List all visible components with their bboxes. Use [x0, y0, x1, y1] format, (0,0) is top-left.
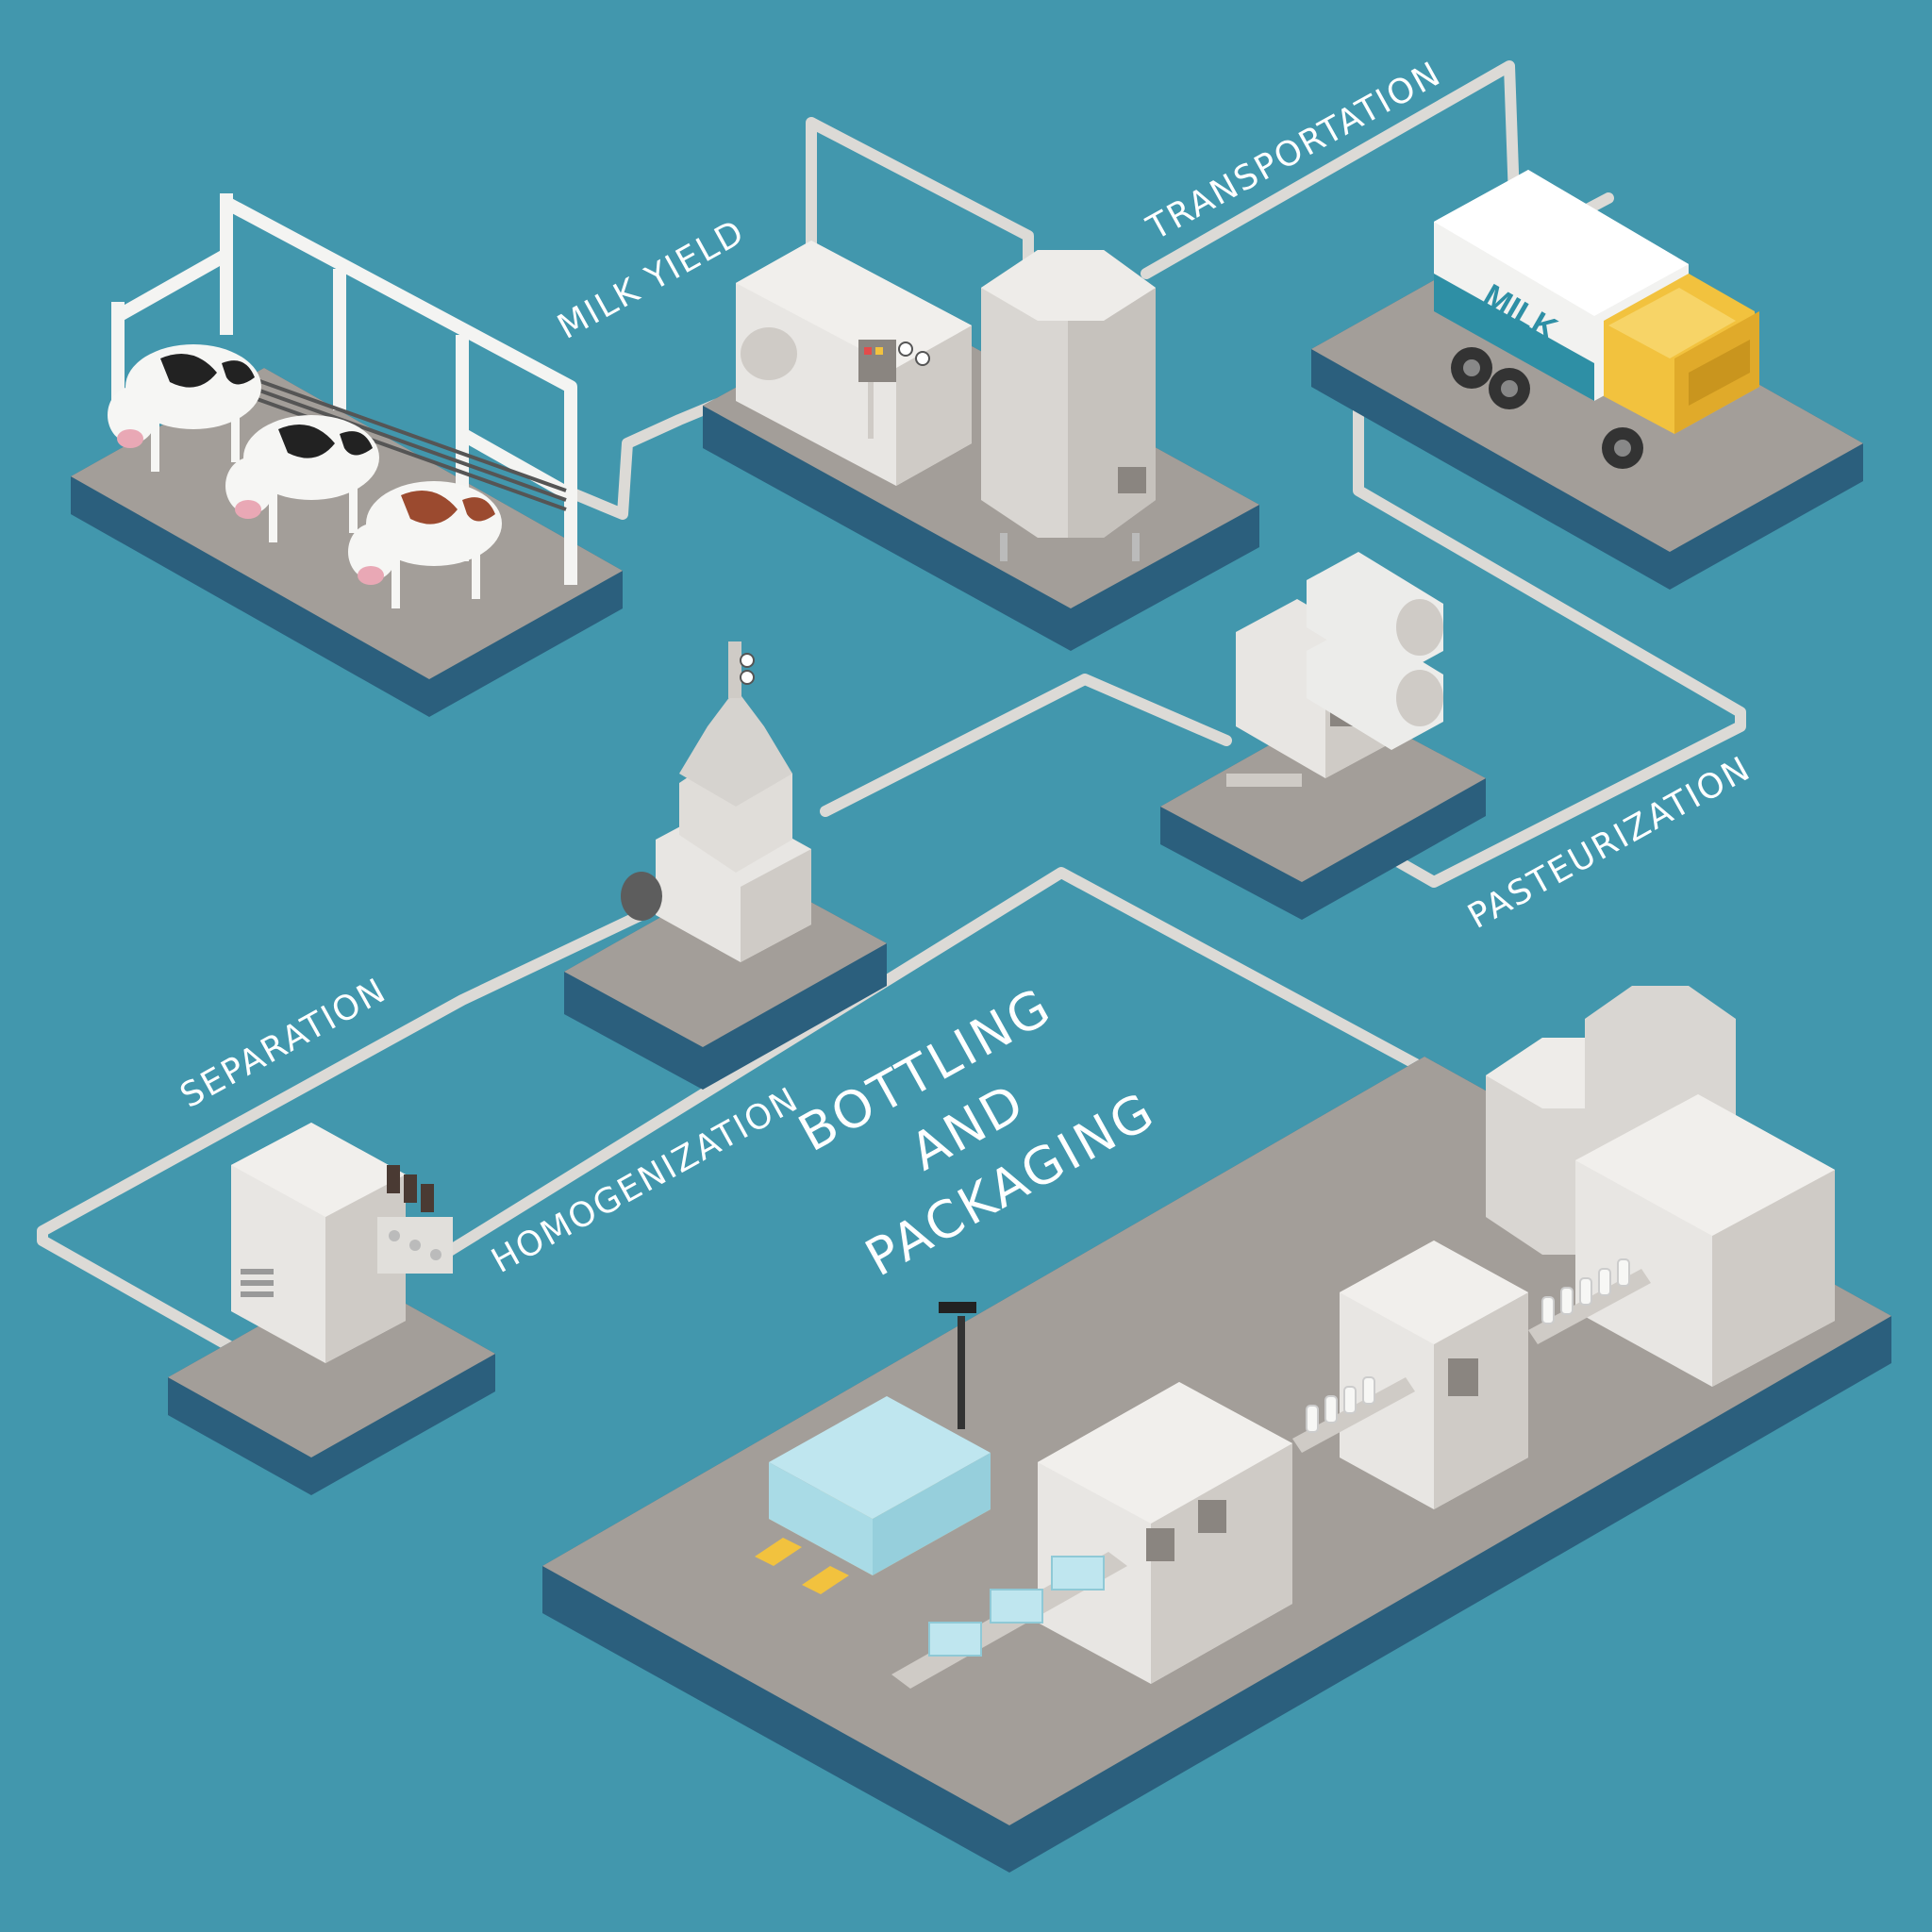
pipe-homogenization-to-bottling — [438, 867, 1477, 1260]
milk-truck: MILK — [1434, 170, 1759, 469]
bottles-upper-conveyor — [1541, 1258, 1630, 1324]
pasteurization-machine — [1226, 552, 1443, 787]
platform-milk-yield-barn — [71, 368, 623, 717]
pipe-tank-to-truck — [1141, 60, 1520, 279]
pipe-separation-to-homogenization — [37, 905, 657, 1369]
pipe-barn-to-milk-yield — [560, 391, 741, 520]
platform-pasteurization — [1160, 703, 1486, 920]
cow-2 — [225, 415, 379, 542]
homogenization-machine — [231, 1123, 453, 1363]
cow-3 — [348, 481, 502, 608]
bottle-packs — [928, 1556, 1105, 1657]
label-homogenization: HOMOGENIZATION — [485, 1080, 805, 1281]
label-milk-yield: MILK YIELD — [551, 212, 751, 346]
platform-homogenization — [168, 1274, 495, 1495]
label-transportation: TRANSPORTATION — [1141, 55, 1448, 249]
bottles-middle-conveyor — [1306, 1376, 1375, 1433]
cow-1 — [108, 344, 261, 472]
pipe-pasteurization-to-separation — [820, 674, 1232, 817]
separation-machine — [621, 641, 811, 962]
bottling-line — [755, 986, 1835, 1689]
milk-storage-tank — [981, 250, 1156, 561]
stall-bars — [235, 371, 567, 511]
milk-yield-machine — [736, 241, 972, 486]
